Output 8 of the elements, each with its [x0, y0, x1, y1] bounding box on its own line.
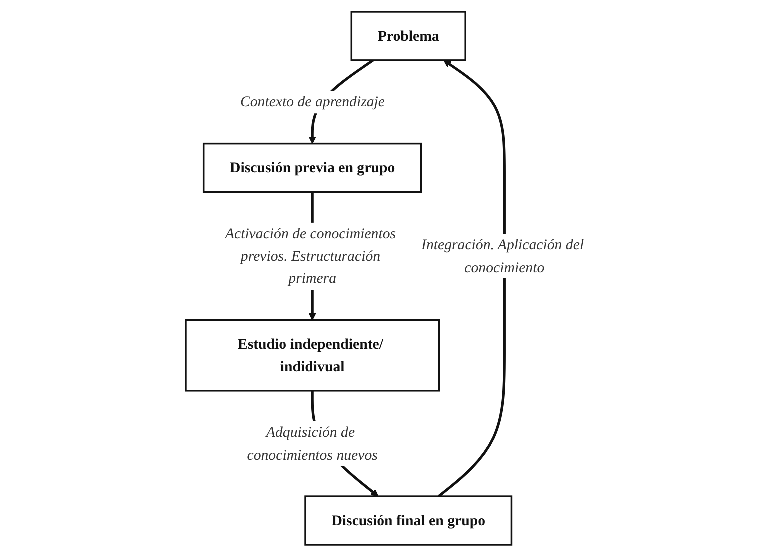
- arrow: [438, 60, 506, 498]
- edge-label: Integración. Aplicación del conocimiento: [421, 236, 584, 276]
- edge-label: Contexto de aprendizaje: [240, 94, 385, 110]
- node-box: Discusión final en grupo: [304, 496, 512, 546]
- edge-label: Adquisición de conocimientos nuevos: [246, 424, 378, 463]
- node-box: Discusión previa en grupo: [202, 142, 422, 194]
- node-box: Problema: [350, 11, 466, 62]
- node-box: Estudio independiente/ indidivual: [184, 319, 440, 392]
